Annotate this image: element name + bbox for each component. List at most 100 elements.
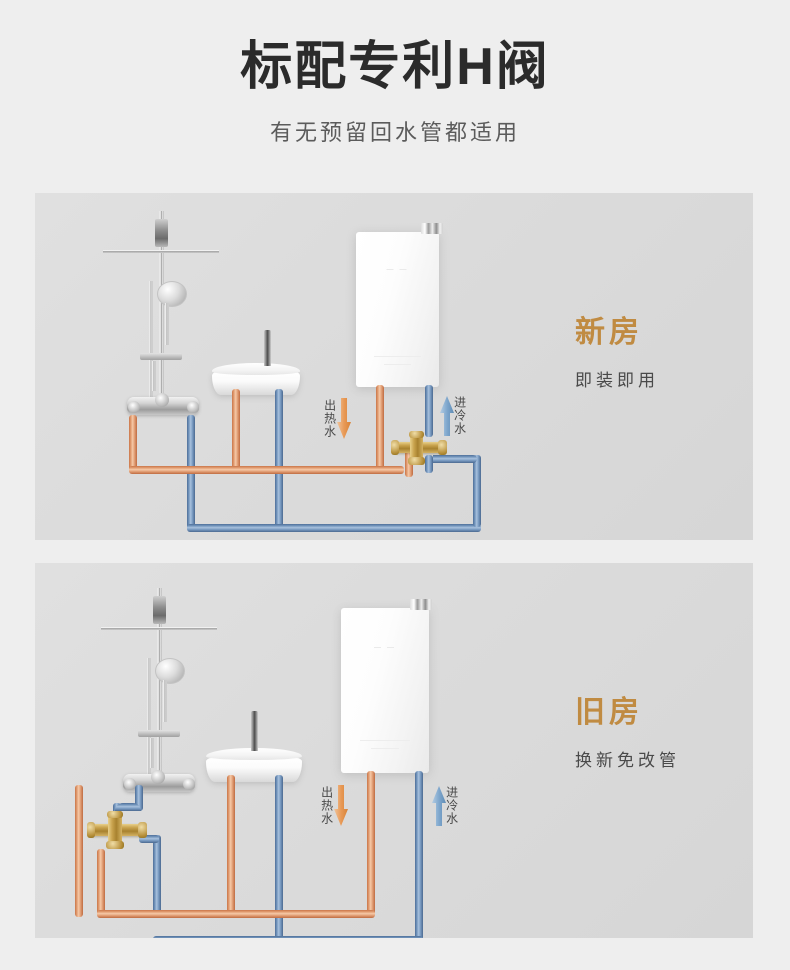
wash-basin-new	[212, 363, 300, 395]
flow-label-hot-new: 出热水	[322, 398, 351, 439]
heater-flue-icon	[410, 599, 432, 610]
panel-new-house-diagram: — —	[35, 193, 753, 540]
arrow-up-icon	[431, 785, 446, 826]
h-valve-old	[87, 811, 147, 849]
basin-rim-icon	[212, 363, 300, 375]
heater-body-icon	[356, 232, 439, 387]
h-valve-new	[391, 431, 447, 465]
shower-overhead-bar-icon	[103, 250, 219, 253]
pipe-cold-valve-riser	[425, 455, 433, 473]
shower-slide-bracket-icon	[138, 730, 180, 737]
pipe-hot-basin-drop	[227, 775, 235, 917]
shower-mixer-right-knob-icon	[187, 401, 199, 413]
pipe-cold-basin-drop	[275, 389, 283, 531]
pipe-cold-valve-out	[153, 835, 161, 917]
pipe-cold-valve-loop	[433, 455, 477, 463]
flow-label-cold-text-old: 进冷水	[444, 785, 459, 825]
pipe-hot-shower-drop	[129, 415, 137, 473]
arrow-down-icon	[333, 785, 348, 826]
shower-slide-bar-icon	[159, 253, 164, 401]
shower-hose-rail-icon	[149, 281, 153, 401]
heater-display-line-icon	[370, 748, 400, 750]
caption-subtitle-old: 换新免改管	[575, 751, 680, 770]
caption-title-old: 旧房	[575, 696, 643, 729]
pipe-cold-basin-drop	[275, 775, 283, 938]
basin-bowl-icon	[212, 371, 300, 395]
pipe-cold-mixer-drop	[135, 785, 143, 811]
h-valve-right-cap-icon	[138, 822, 147, 838]
hand-shower-handle-icon	[163, 680, 167, 722]
pipe-cold-trunk	[153, 936, 423, 938]
heater-control-line-icon	[374, 356, 421, 357]
flow-label-hot-text-new: 出热水	[322, 398, 337, 438]
panel-new-house: — —	[35, 193, 753, 540]
pipe-hot-trunk	[97, 910, 375, 918]
basin-rim-icon	[206, 748, 302, 761]
h-valve-vertical-body-icon	[410, 431, 423, 465]
h-valve-top-cap-icon	[409, 431, 424, 438]
gas-water-heater-old: — —	[341, 608, 429, 773]
arrow-down-icon	[336, 398, 351, 439]
shower-mixer-right-knob-icon	[183, 778, 195, 790]
heater-display-line-icon	[384, 363, 411, 365]
h-valve-top-cap-icon	[107, 811, 123, 818]
h-valve-bottom-cap-icon	[408, 457, 425, 465]
shower-hose-icon	[152, 361, 156, 391]
pipe-cold-valve-return	[473, 455, 481, 527]
shower-hose-rail-icon	[147, 658, 151, 778]
pipe-cold-valve-link	[139, 835, 159, 843]
caption-new-house: 新房 即装即用	[575, 316, 659, 390]
shower-mixer-knob-icon	[151, 770, 165, 784]
page-header: 标配专利H阀 有无预留回水管都适用	[0, 0, 790, 146]
shower-slide-bar-icon	[157, 630, 162, 778]
pipe-hot-mixer-drop	[75, 785, 83, 917]
shower-slide-bracket-icon	[140, 353, 182, 360]
shower-mixer-knob-icon	[155, 393, 169, 407]
shower-mixer-left-knob-icon	[128, 401, 140, 413]
flow-label-cold-text-new: 进冷水	[452, 395, 467, 435]
pipe-cold-valve-bend	[115, 803, 141, 811]
heater-flue-icon	[421, 223, 443, 234]
hand-shower-head-icon	[157, 281, 187, 307]
gas-water-heater-new: — —	[356, 232, 439, 387]
basin-faucet-icon	[251, 711, 258, 751]
hand-shower-handle-icon	[165, 303, 169, 345]
pipe-hot-valve-out	[97, 849, 105, 917]
h-valve-right-cap-icon	[438, 440, 447, 455]
h-valve-left-cap-icon	[87, 822, 95, 838]
hand-shower-head-icon	[155, 658, 185, 684]
h-valve-bottom-cap-icon	[106, 841, 124, 849]
page-subtitle: 有无预留回水管都适用	[269, 119, 520, 145]
rain-shower-head-icon	[153, 596, 166, 624]
pipe-cold-heater-inlet	[415, 771, 423, 938]
page-title: 标配专利H阀	[240, 38, 550, 96]
basin-bowl-icon	[206, 757, 302, 782]
pipe-hot-trunk	[129, 466, 403, 474]
caption-old-house: 旧房 换新免改管	[575, 696, 680, 770]
pipe-hot-heater-outlet	[376, 385, 384, 473]
rain-shower-head-icon	[155, 219, 168, 247]
h-valve-left-cap-icon	[391, 440, 399, 455]
pipe-hot-basin-drop	[232, 389, 240, 473]
heater-control-line-icon	[360, 740, 410, 741]
shower-mixer-left-knob-icon	[124, 778, 136, 790]
panel-old-house-diagram: — —	[35, 563, 753, 938]
pipe-cold-heater-inlet	[425, 385, 433, 437]
arrow-up-icon	[439, 395, 454, 436]
heater-brand-mark: — —	[374, 644, 396, 652]
panel-old-house: — —	[35, 563, 753, 938]
flow-label-cold-old: 进冷水	[431, 785, 459, 826]
shower-column-old	[93, 588, 217, 808]
pipe-hot-heater-elbow	[376, 466, 404, 474]
caption-subtitle-new: 即装即用	[575, 371, 659, 390]
shower-column-new	[95, 211, 219, 431]
flow-label-hot-text-old: 出热水	[319, 785, 334, 825]
h-valve-vertical-body-icon	[108, 811, 122, 849]
basin-faucet-icon	[264, 330, 271, 366]
pipe-cold-trunk	[187, 524, 481, 532]
heater-brand-mark: — —	[386, 266, 409, 274]
heater-body-icon	[341, 608, 429, 773]
caption-title-new: 新房	[575, 316, 643, 349]
flow-label-hot-old: 出热水	[319, 785, 348, 826]
